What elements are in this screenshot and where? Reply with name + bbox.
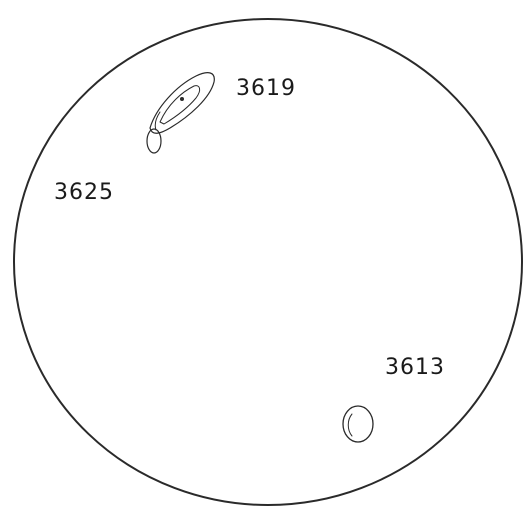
inner-curve	[348, 414, 352, 436]
feature-3619	[147, 73, 214, 153]
elongated-outline	[150, 73, 214, 134]
inner-dot	[180, 97, 184, 101]
label-3619: 3619	[236, 76, 296, 101]
outer-oval	[343, 406, 373, 442]
label-3613: 3613	[385, 355, 445, 380]
feature-3613	[343, 406, 373, 442]
inner-outline	[160, 86, 200, 124]
label-3625: 3625	[54, 180, 114, 205]
